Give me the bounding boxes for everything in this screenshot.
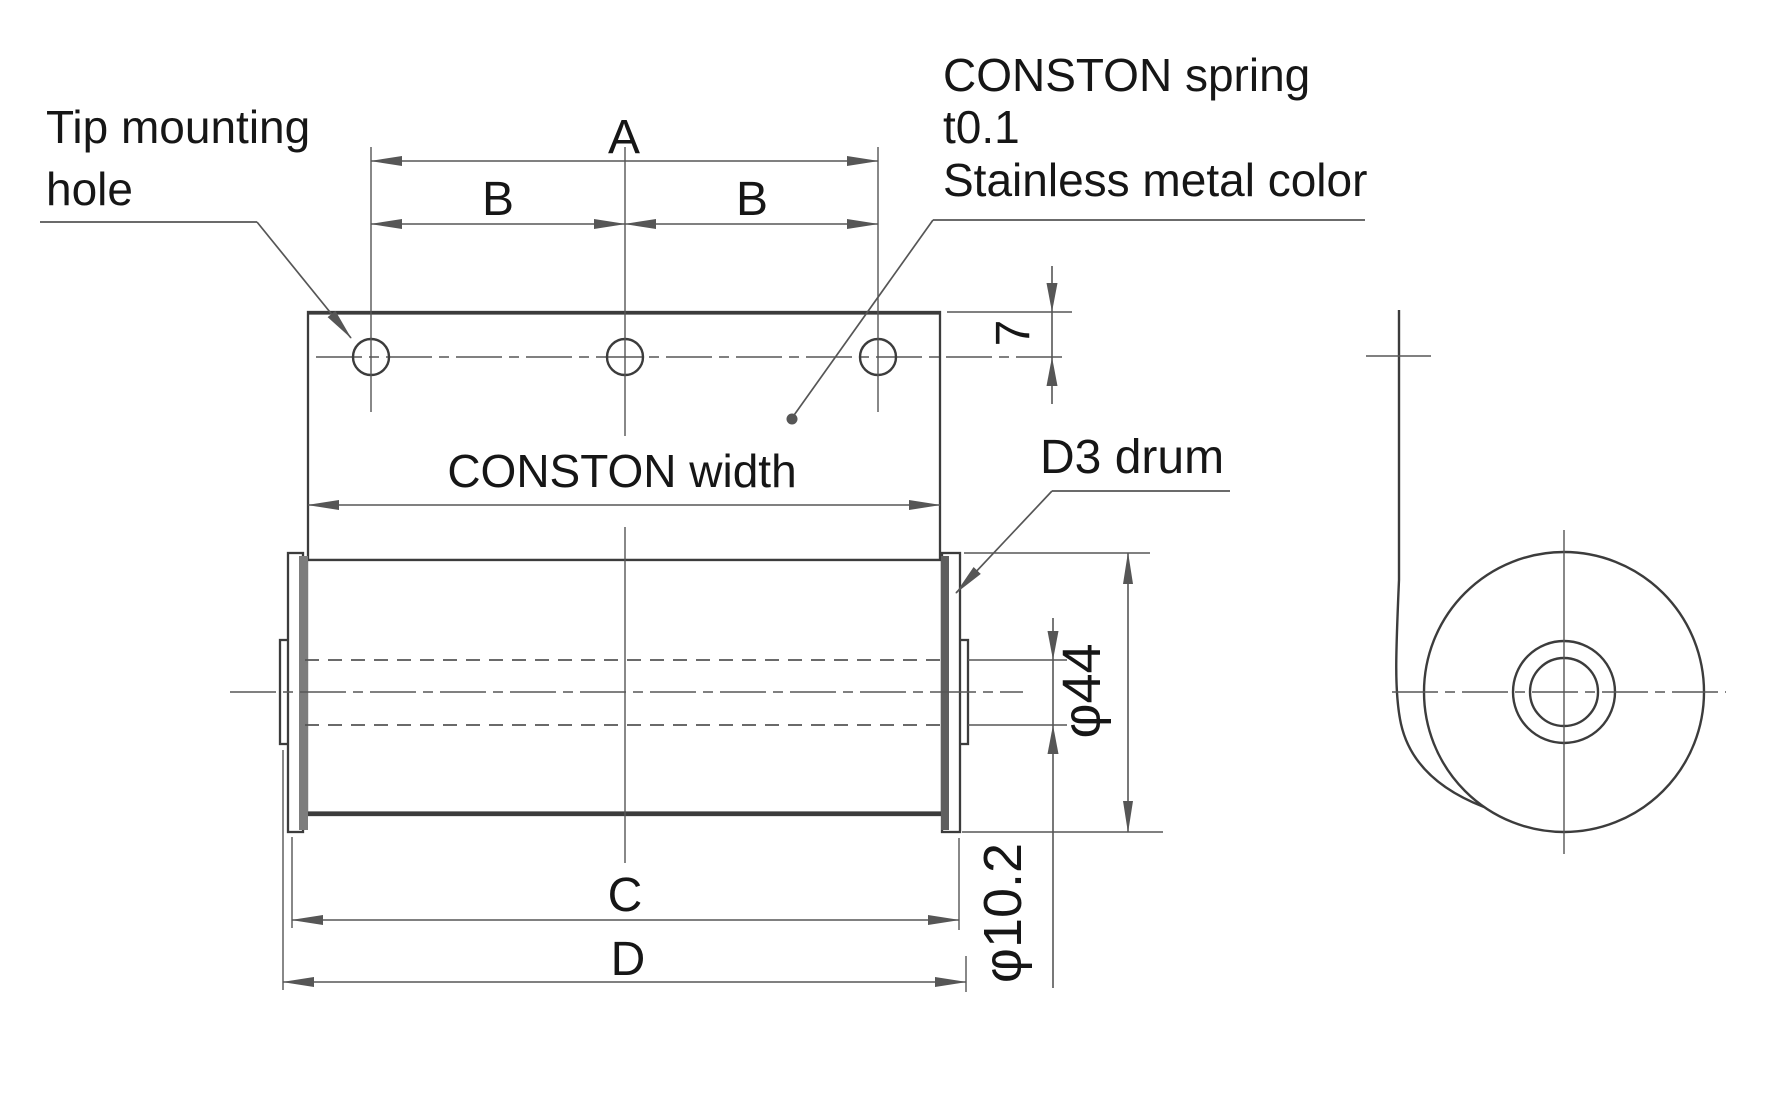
d3-drum-note: D3 drum	[955, 431, 1230, 594]
arrowhead-phi102-bottom	[1047, 725, 1059, 754]
dim-label-conston-width: CONSTON width	[447, 445, 796, 497]
right-flange-shading	[941, 556, 949, 830]
spring-note-leader-dot	[786, 413, 798, 425]
dim-label-7: 7	[987, 320, 1040, 347]
mounting-plate	[306, 310, 942, 562]
dim-label-phi44: φ44	[1052, 643, 1112, 738]
d3-drum-label: D3 drum	[1040, 431, 1224, 484]
front-view	[230, 310, 1068, 863]
arrowhead-7-bottom	[1046, 357, 1058, 386]
spring-note-line2: t0.1	[943, 101, 1020, 153]
tip-hole-label-line1: Tip mounting	[46, 101, 310, 153]
dimension-7: 7	[947, 266, 1072, 404]
dimension-c: C	[291, 837, 960, 930]
dim-label-c: C	[608, 869, 643, 922]
spring-note-leader-diagonal	[791, 219, 934, 419]
d3-drum-leader-arrow	[955, 490, 1053, 594]
spring-note-line1: CONSTON spring	[943, 49, 1310, 101]
arrowhead-7-top	[1046, 283, 1058, 312]
spring-note-line3: Stainless metal color	[943, 154, 1367, 206]
tip-hole-label-line2: hole	[46, 163, 133, 215]
dim-label-b-left: B	[482, 173, 514, 226]
dimension-b: B B	[370, 173, 879, 229]
left-flange-shading	[299, 556, 308, 830]
tip-mounting-hole-note: Tip mounting hole	[40, 101, 352, 339]
dimension-a: A	[370, 111, 879, 436]
dim-label-phi102: φ10.2	[973, 843, 1033, 983]
arrowhead-phi102-top	[1047, 631, 1059, 660]
dim-label-d: D	[611, 933, 646, 986]
dimension-d: D	[282, 750, 967, 992]
dim-label-b-right: B	[736, 173, 768, 226]
tip-hole-leader-arrow	[256, 221, 352, 339]
side-view	[1366, 310, 1726, 854]
dim-label-a: A	[608, 111, 640, 164]
dimension-conston-width: CONSTON width	[307, 445, 941, 510]
conston-spring-note: CONSTON spring t0.1 Stainless metal colo…	[786, 49, 1367, 425]
dimension-phi10-2: φ10.2	[968, 618, 1067, 988]
spring-tail-curve	[1395, 310, 1485, 809]
